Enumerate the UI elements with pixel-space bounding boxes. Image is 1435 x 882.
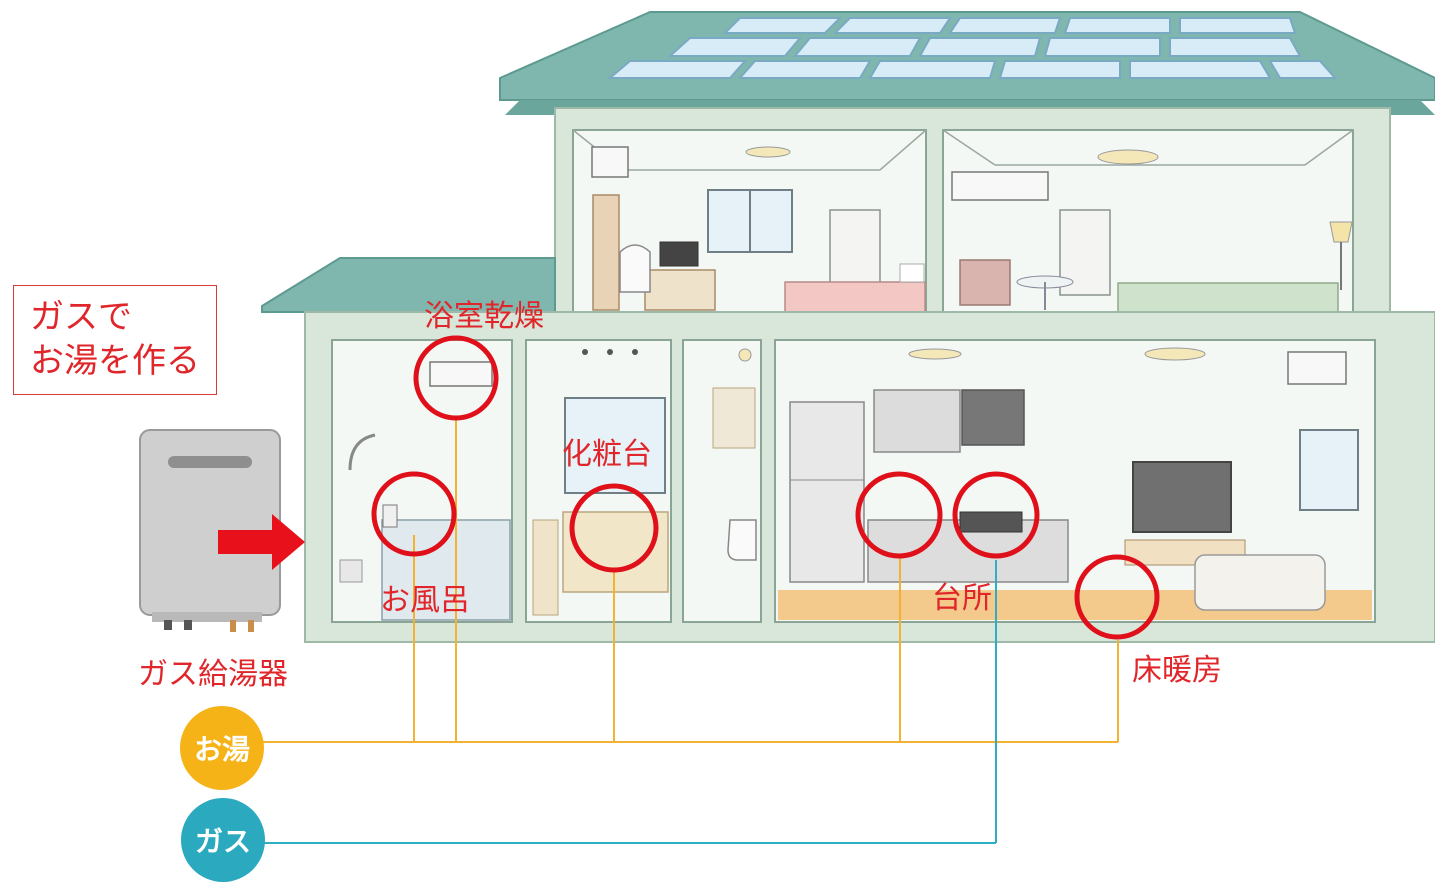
annex-roof [261,257,556,313]
fridge-icon [789,401,865,583]
hot-water-badge: お湯 [180,706,264,790]
callout-box: ガスで お湯を作る [13,285,217,395]
callout-line-2: お湯を作る [30,341,200,381]
chair-icon [619,244,651,293]
tv-icon [1132,461,1232,533]
desk-icon [644,269,716,311]
label-gas-water-heater: ガス給湯器 [138,657,288,692]
label-bathroom-dryer: 浴室乾燥 [424,299,544,334]
window-icon [1299,429,1359,511]
lamp-icon [1329,221,1353,243]
ceiling-light-icon [1144,347,1206,361]
highlight-kitchen-sink [855,471,943,559]
callout-line-1: ガスで [30,297,132,337]
highlight-floor-heating [1074,554,1160,640]
highlight-bathroom-dryer [413,335,499,421]
stove-icon [959,511,1023,533]
bed-icon [784,281,926,313]
label-floor-heating: 床暖房 [1132,653,1222,688]
highlight-vanity [569,483,659,573]
highlight-kitchen-stove [952,471,1040,559]
door-icon [829,209,881,289]
toilet-icon [727,519,757,561]
gas-water-heater-icon [139,429,281,632]
monitor-icon [659,241,699,267]
ceiling-light-icon [1097,149,1159,165]
highlight-bath [371,471,457,557]
range-hood-icon [961,389,1025,446]
mirror-icon [564,397,666,494]
vanity-icon [562,511,669,593]
label-vanity: 化粧台 [562,437,652,472]
ceiling-light-icon [908,348,962,360]
air-conditioner-icon [591,146,629,178]
label-kitchen: 台所 [932,581,992,616]
ceiling-light-icon [745,146,791,158]
shower-icon [348,433,376,471]
air-conditioner-icon [951,171,1049,201]
label-bath: お風呂 [380,583,470,618]
room-toilet [682,339,762,623]
air-conditioner-icon [1287,351,1347,385]
cabinet-icon [873,389,961,453]
bed-icon [1117,282,1339,313]
armchair-icon [959,259,1011,306]
bathtub-icon [381,519,511,621]
gas-lines [262,560,997,844]
shelf-icon [592,194,620,311]
arrow-right-icon [218,514,305,570]
hot-water-lines [262,420,1119,743]
gas-badge: ガス [181,798,265,882]
sofa-icon [1194,554,1326,611]
solar-panels [607,17,1338,79]
bathroom-dryer-icon [429,361,493,387]
